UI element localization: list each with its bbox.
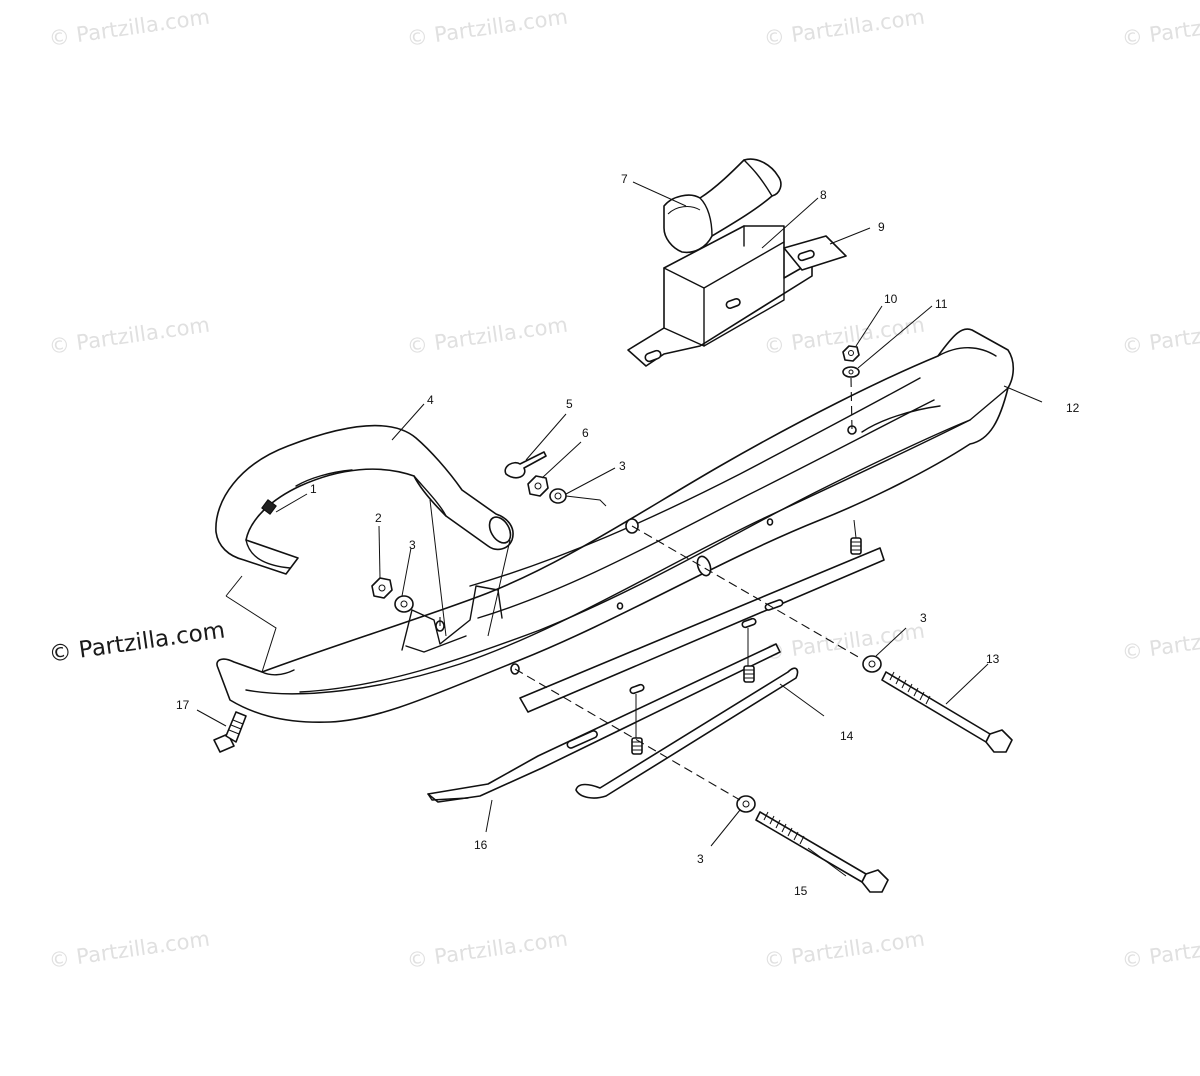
callout-11: 11 bbox=[935, 297, 948, 311]
callout-2: 2 bbox=[375, 511, 382, 525]
watermark: © Partzilla.com bbox=[762, 619, 926, 665]
callout-14: 14 bbox=[840, 729, 854, 743]
watermark: © Partzilla.com bbox=[1120, 927, 1200, 973]
part-2-nut bbox=[371, 577, 393, 599]
watermark: © Partzilla.com bbox=[47, 5, 211, 51]
part-14-runner-bar bbox=[519, 547, 885, 799]
part-3-washer bbox=[736, 795, 756, 813]
part-6-nut bbox=[527, 475, 549, 497]
part-5-cotter-pin bbox=[504, 451, 547, 479]
part-11-washer bbox=[842, 366, 860, 378]
callout-13: 13 bbox=[986, 652, 1000, 666]
watermark: © Partzilla.com bbox=[405, 5, 569, 51]
watermark: © Partzilla.com bbox=[1120, 313, 1200, 359]
callout-8: 8 bbox=[820, 188, 827, 202]
part-9-plate bbox=[783, 235, 847, 271]
part-4-ski-loop bbox=[215, 424, 514, 575]
part-16-wear-bar bbox=[427, 643, 781, 803]
part-10-nut bbox=[842, 345, 860, 362]
part-3-washer bbox=[862, 655, 882, 673]
callout-5: 5 bbox=[566, 397, 573, 411]
callout-3: 3 bbox=[697, 852, 704, 866]
part-15-bolt bbox=[755, 811, 889, 893]
watermark: © Partzilla.com bbox=[47, 313, 211, 359]
hardware-group bbox=[213, 345, 1013, 893]
callout-4: 4 bbox=[427, 393, 434, 407]
leader-lines bbox=[196, 181, 1043, 877]
watermark: © Partzilla.com bbox=[762, 5, 926, 51]
part-3-washer bbox=[394, 595, 414, 613]
watermark-main: © Partzilla.com bbox=[47, 617, 226, 667]
callout-10: 10 bbox=[884, 292, 898, 306]
watermark: © Partzilla.com bbox=[1120, 619, 1200, 665]
stud-group bbox=[631, 537, 862, 755]
callout-7: 7 bbox=[621, 172, 628, 186]
callout-17: 17 bbox=[176, 698, 190, 712]
part-7-ski-pad bbox=[663, 158, 782, 254]
callout-6: 6 bbox=[582, 426, 589, 440]
callout-1: 1 bbox=[310, 482, 317, 496]
watermark: © Partzilla.com bbox=[47, 927, 211, 973]
part-8-channel-bracket bbox=[627, 225, 813, 367]
part-12-ski bbox=[216, 328, 1015, 724]
callout-9: 9 bbox=[878, 220, 885, 234]
alignment-lines bbox=[225, 377, 861, 801]
watermark: © Partzilla.com bbox=[762, 927, 926, 973]
callout-labels: 1 2 3 3 3 3 4 5 6 7 8 9 10 11 12 13 14 1… bbox=[176, 172, 1080, 898]
callout-3: 3 bbox=[920, 611, 927, 625]
callout-3: 3 bbox=[619, 459, 626, 473]
callout-16: 16 bbox=[474, 838, 488, 852]
watermark: © Partzilla.com bbox=[1120, 5, 1200, 51]
part-13-bolt bbox=[881, 671, 1013, 753]
callout-3: 3 bbox=[409, 538, 416, 552]
callout-12: 12 bbox=[1066, 401, 1080, 415]
watermark: © Partzilla.com bbox=[405, 313, 569, 359]
watermark: © Partzilla.com bbox=[405, 927, 569, 973]
watermark-layer: © Partzilla.com © Partzilla.com © Partzi… bbox=[47, 5, 1200, 973]
part-3-washer bbox=[549, 488, 567, 504]
part-17-bolt bbox=[213, 711, 247, 753]
callout-15: 15 bbox=[794, 884, 808, 898]
